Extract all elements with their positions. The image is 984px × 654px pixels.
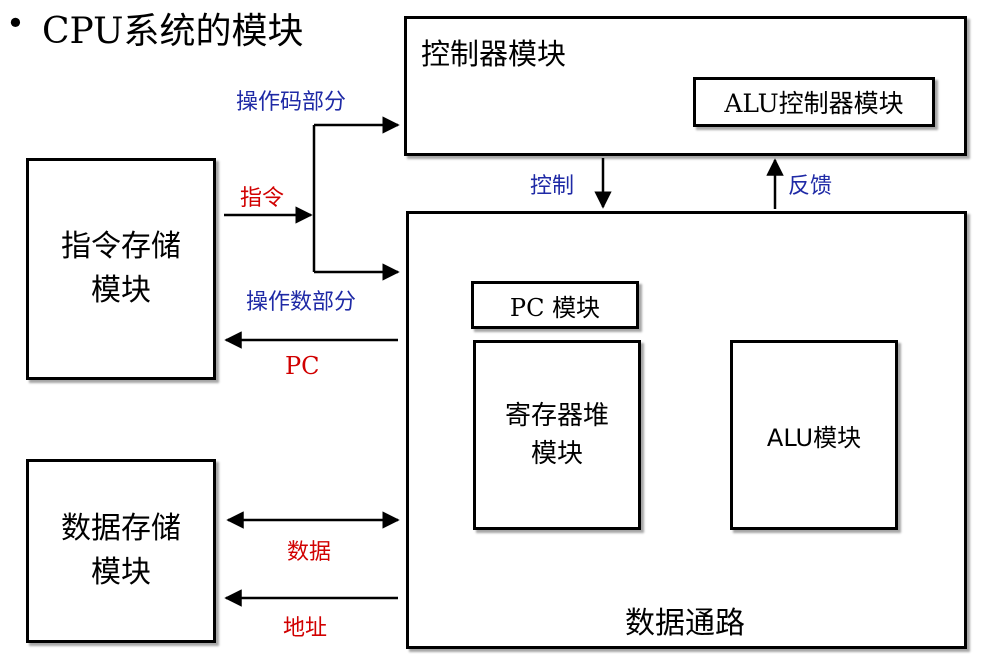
pc-module: PC 模块 <box>471 281 639 329</box>
controller-module: 控制器模块 ALU控制器模块 <box>404 16 967 156</box>
datapath-module: PC 模块 寄存器堆 模块 ALU模块 数据通路 <box>406 211 967 649</box>
control-label: 控制 <box>530 174 575 199</box>
feedback-label: 反馈 <box>788 174 833 199</box>
data-memory-module: 数据存储 模块 <box>26 459 216 643</box>
alu-controller-module: ALU控制器模块 <box>693 77 935 127</box>
opcode-label: 操作码部分 <box>236 90 347 115</box>
data-signal-label: 数据 <box>287 540 332 565</box>
instruction-memory-label-line2: 模块 <box>91 273 151 308</box>
data-memory-label-line2: 模块 <box>91 555 151 590</box>
alu-controller-module-label: ALU控制器模块 <box>724 89 904 118</box>
page-title: CPU系统的模块 <box>42 11 304 52</box>
controller-module-label: 控制器模块 <box>421 37 567 71</box>
register-file-module: 寄存器堆 模块 <box>473 340 641 530</box>
datapath-label: 数据通路 <box>625 606 745 641</box>
address-signal-label: 地址 <box>283 616 328 641</box>
register-file-label-line1: 寄存器堆 <box>504 401 609 431</box>
pc-signal-label: PC <box>285 352 320 380</box>
title-bullet: • <box>6 4 25 42</box>
alu-module-label: ALU模块 <box>766 423 862 452</box>
instruction-label: 指令 <box>240 186 285 211</box>
instruction-memory-module: 指令存储 模块 <box>26 158 216 380</box>
instruction-memory-label-line1: 指令存储 <box>61 229 181 264</box>
alu-module: ALU模块 <box>730 340 898 530</box>
pc-module-label: PC 模块 <box>509 293 601 322</box>
data-memory-label-line1: 数据存储 <box>61 511 181 546</box>
register-file-label-line2: 模块 <box>530 439 583 469</box>
operand-label: 操作数部分 <box>246 290 357 315</box>
